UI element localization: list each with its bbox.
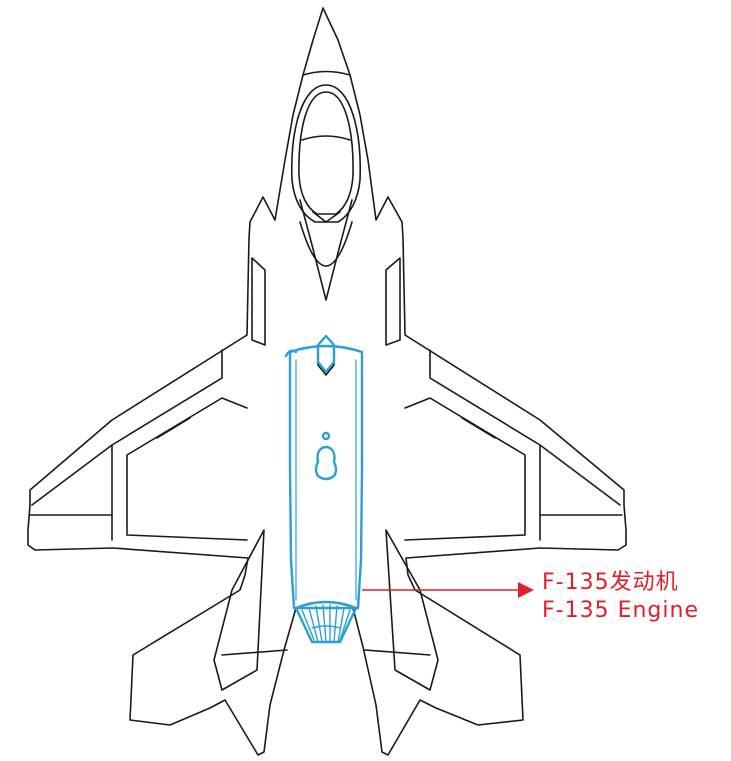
wing-root-line-left	[111, 349, 223, 541]
engine-gearbox-top	[321, 431, 331, 441]
forebody-diamond	[299, 221, 353, 267]
canopy-outer	[291, 84, 361, 223]
engine-label-en: F-135 Engine	[542, 598, 699, 623]
wing-edge-right	[539, 444, 621, 506]
wing-panel-right	[404, 397, 526, 541]
nose-line	[302, 70, 351, 76]
h-stab-left-line	[221, 649, 288, 656]
canopy-inner	[298, 91, 354, 215]
engine-body	[288, 344, 364, 610]
callout-arrowhead	[518, 582, 534, 598]
canopy-rear	[312, 211, 341, 223]
engine-nozzle	[294, 600, 358, 644]
engine-inner	[295, 359, 357, 601]
vertical-tail-right	[385, 529, 439, 691]
intake-panel-left	[251, 257, 266, 346]
engine-nozzle-petals	[301, 604, 351, 643]
h-stab-right-line	[364, 649, 431, 656]
engine-label-zh: F-135发动机	[542, 570, 679, 595]
engine-top-hook	[284, 349, 298, 358]
forebody-chine-left	[299, 199, 353, 301]
wing-root-line-right	[429, 349, 541, 541]
vertical-tail-left	[213, 529, 265, 691]
intake-panel-right	[385, 257, 401, 346]
canopy-frame	[301, 135, 351, 141]
wing-line-right	[461, 417, 496, 439]
engine-nozzle-ring	[311, 625, 341, 629]
wing-line-left	[156, 417, 191, 439]
wing-panel-left	[126, 397, 248, 541]
engine-gearbox	[314, 445, 338, 481]
wing-edge-left	[31, 444, 113, 506]
engine-intake-detail	[316, 334, 336, 374]
